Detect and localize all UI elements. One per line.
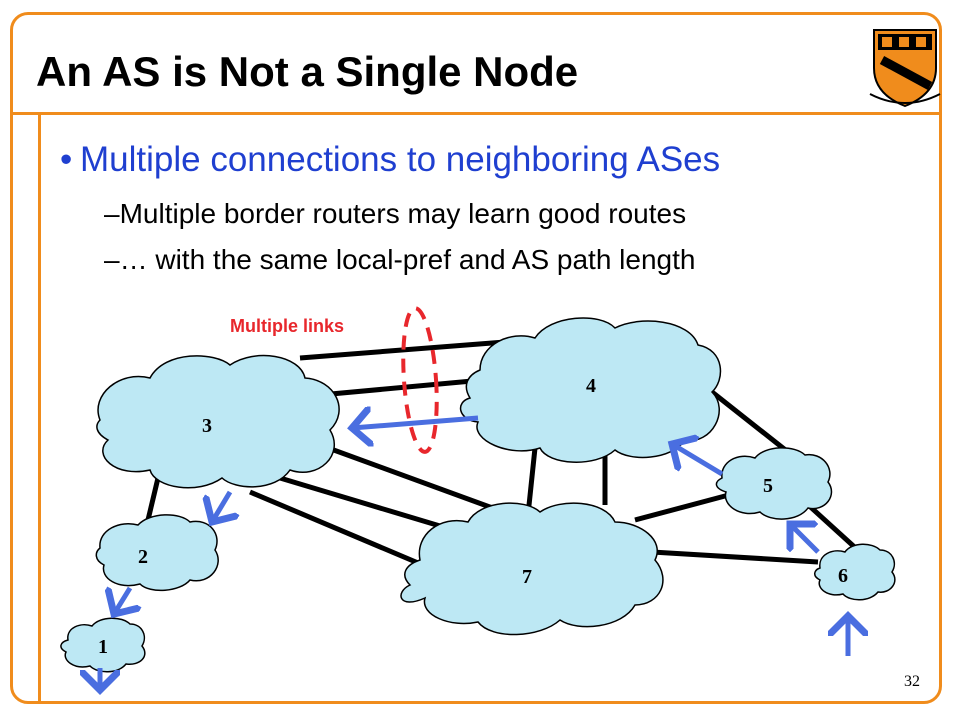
link-7-5 [634,489,741,523]
cloud-as-5 [715,447,833,520]
link-3-2 [145,477,161,521]
link-7-6 [651,549,819,565]
arrow-5-to-4 [672,444,724,477]
link-5-6 [803,500,862,554]
bullet-dot: • [60,140,73,179]
multiple-links-label: Multiple links [230,316,344,336]
page-number: 32 [904,673,920,690]
node-label-1: 1 [98,636,108,658]
left-divider [38,114,41,704]
link-3-4-a [299,339,506,361]
multiple-links-ellipse [401,306,439,454]
slide-title: An AS is Not a Single Node [36,48,579,95]
link-3-7-a [319,442,521,521]
arrow-4-to-3 [352,418,479,428]
arrow-3-to-2 [212,490,230,522]
cloud-as-3 [96,354,340,489]
node-label-7: 7 [522,566,532,588]
bullet-item: •Multiple connections to neighboring ASe… [60,140,720,180]
sub-bullet-2: –… with the same local-pref and AS path … [104,244,696,275]
node-label-5: 5 [763,475,773,497]
cloud-as-2 [95,514,219,592]
sub-bullet-1: –Multiple border routers may learn good … [104,198,687,229]
links [145,339,862,571]
node-label-6: 6 [838,565,848,587]
arrow-6-to-5 [790,524,820,554]
node-label-3: 3 [202,415,212,437]
node-label-2: 2 [138,546,148,568]
route-arrows [100,418,848,690]
bullet-text: Multiple connections to neighboring ASes [80,140,721,179]
title-divider [10,112,942,115]
link-3-7-b [279,475,461,535]
cloud-as-6 [814,543,896,601]
princeton-shield-icon [869,29,941,108]
arrow-2-to-1 [114,588,130,614]
link-4-5 [710,390,790,454]
cloud-as-7 [400,502,664,636]
node-label-4: 4 [586,375,596,397]
cloud-as-1 [60,617,146,673]
slide-frame [10,12,942,704]
link-4-7-a [525,447,538,516]
link-3-7-c [249,489,431,571]
